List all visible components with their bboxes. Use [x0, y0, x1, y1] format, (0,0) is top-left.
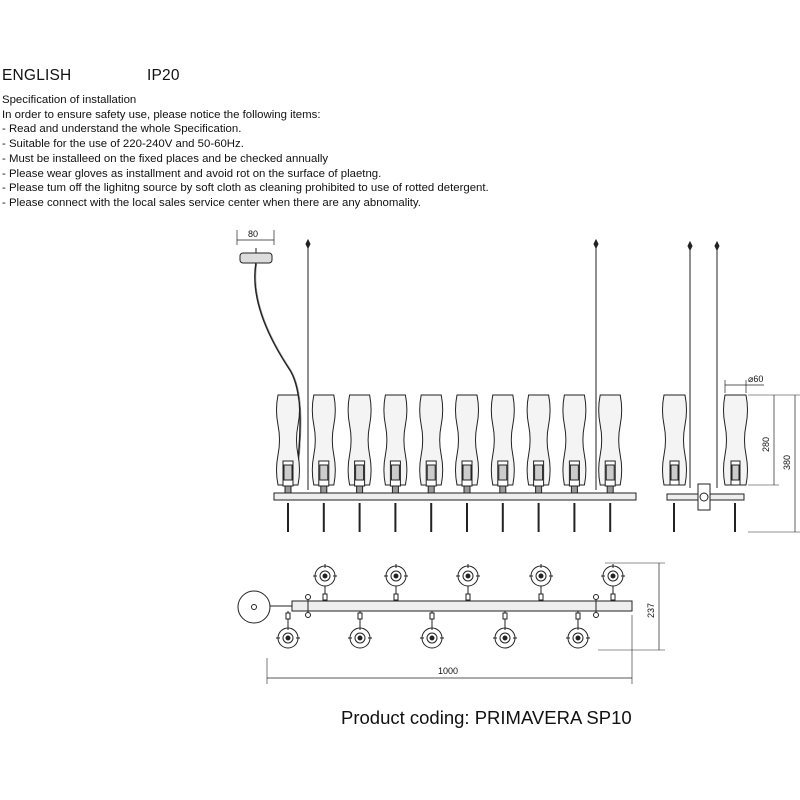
shade [598, 394, 623, 494]
ip-rating-label: IP20 [147, 67, 180, 84]
length-label: 1000 [438, 666, 458, 676]
socket [601, 564, 625, 601]
top-sockets [276, 564, 625, 649]
socket [420, 611, 444, 649]
shade [562, 394, 587, 494]
socket [313, 564, 337, 601]
socket [276, 611, 300, 649]
shade [347, 394, 372, 494]
spec-intro: In order to ensure safety use, please no… [2, 108, 321, 121]
side-shade-right [723, 394, 748, 532]
top-bar [291, 600, 633, 612]
shade [419, 394, 444, 494]
top-view: 237 1000 [237, 562, 665, 684]
socket [529, 564, 553, 601]
socket [348, 611, 372, 649]
socket [493, 611, 517, 649]
front-shades [276, 394, 623, 494]
shade [526, 394, 551, 494]
shade [490, 394, 515, 494]
overall-height-label: 380 [782, 455, 792, 470]
spec-item: - Read and understand the whole Specific… [2, 123, 242, 136]
shade [276, 394, 300, 494]
mounting-bar [273, 492, 637, 501]
shade-diameter-label: ⌀60 [748, 374, 763, 384]
language-label: ENGLISH [2, 67, 72, 84]
front-spikes [287, 503, 612, 532]
depth-label: 237 [646, 603, 656, 618]
spec-item: - Please tum off the lighitng source by … [2, 182, 489, 195]
spec-title: Specification of installation [2, 94, 137, 106]
socket [456, 564, 480, 601]
shade [383, 394, 408, 494]
socket [566, 611, 590, 649]
shade-height-label: 280 [761, 437, 771, 452]
canopy [239, 252, 273, 264]
socket [384, 564, 408, 601]
side-shade-left [662, 394, 687, 532]
spec-item: - Please wear gloves as installment and … [2, 167, 382, 180]
wire-clamp [305, 594, 311, 618]
power-cable [254, 262, 301, 486]
shade [455, 394, 479, 494]
product-coding: Product coding: PRIMAVERA SP10 [341, 707, 632, 728]
shade [311, 394, 336, 494]
canopy-width-label: 80 [248, 229, 258, 239]
wire-clamp [593, 594, 599, 618]
front-view: 80 [236, 229, 637, 532]
spec-item: - Suitable for the use of 220-240V and 5… [2, 138, 244, 151]
suspension-wires [305, 238, 599, 490]
specification-block: Specification of installation In order t… [2, 93, 489, 211]
side-view: ⌀60 280 380 [662, 240, 800, 533]
spec-item: - Please connect with the local sales se… [2, 196, 421, 209]
spec-item: - Must be installeed on the fixed places… [2, 152, 329, 165]
